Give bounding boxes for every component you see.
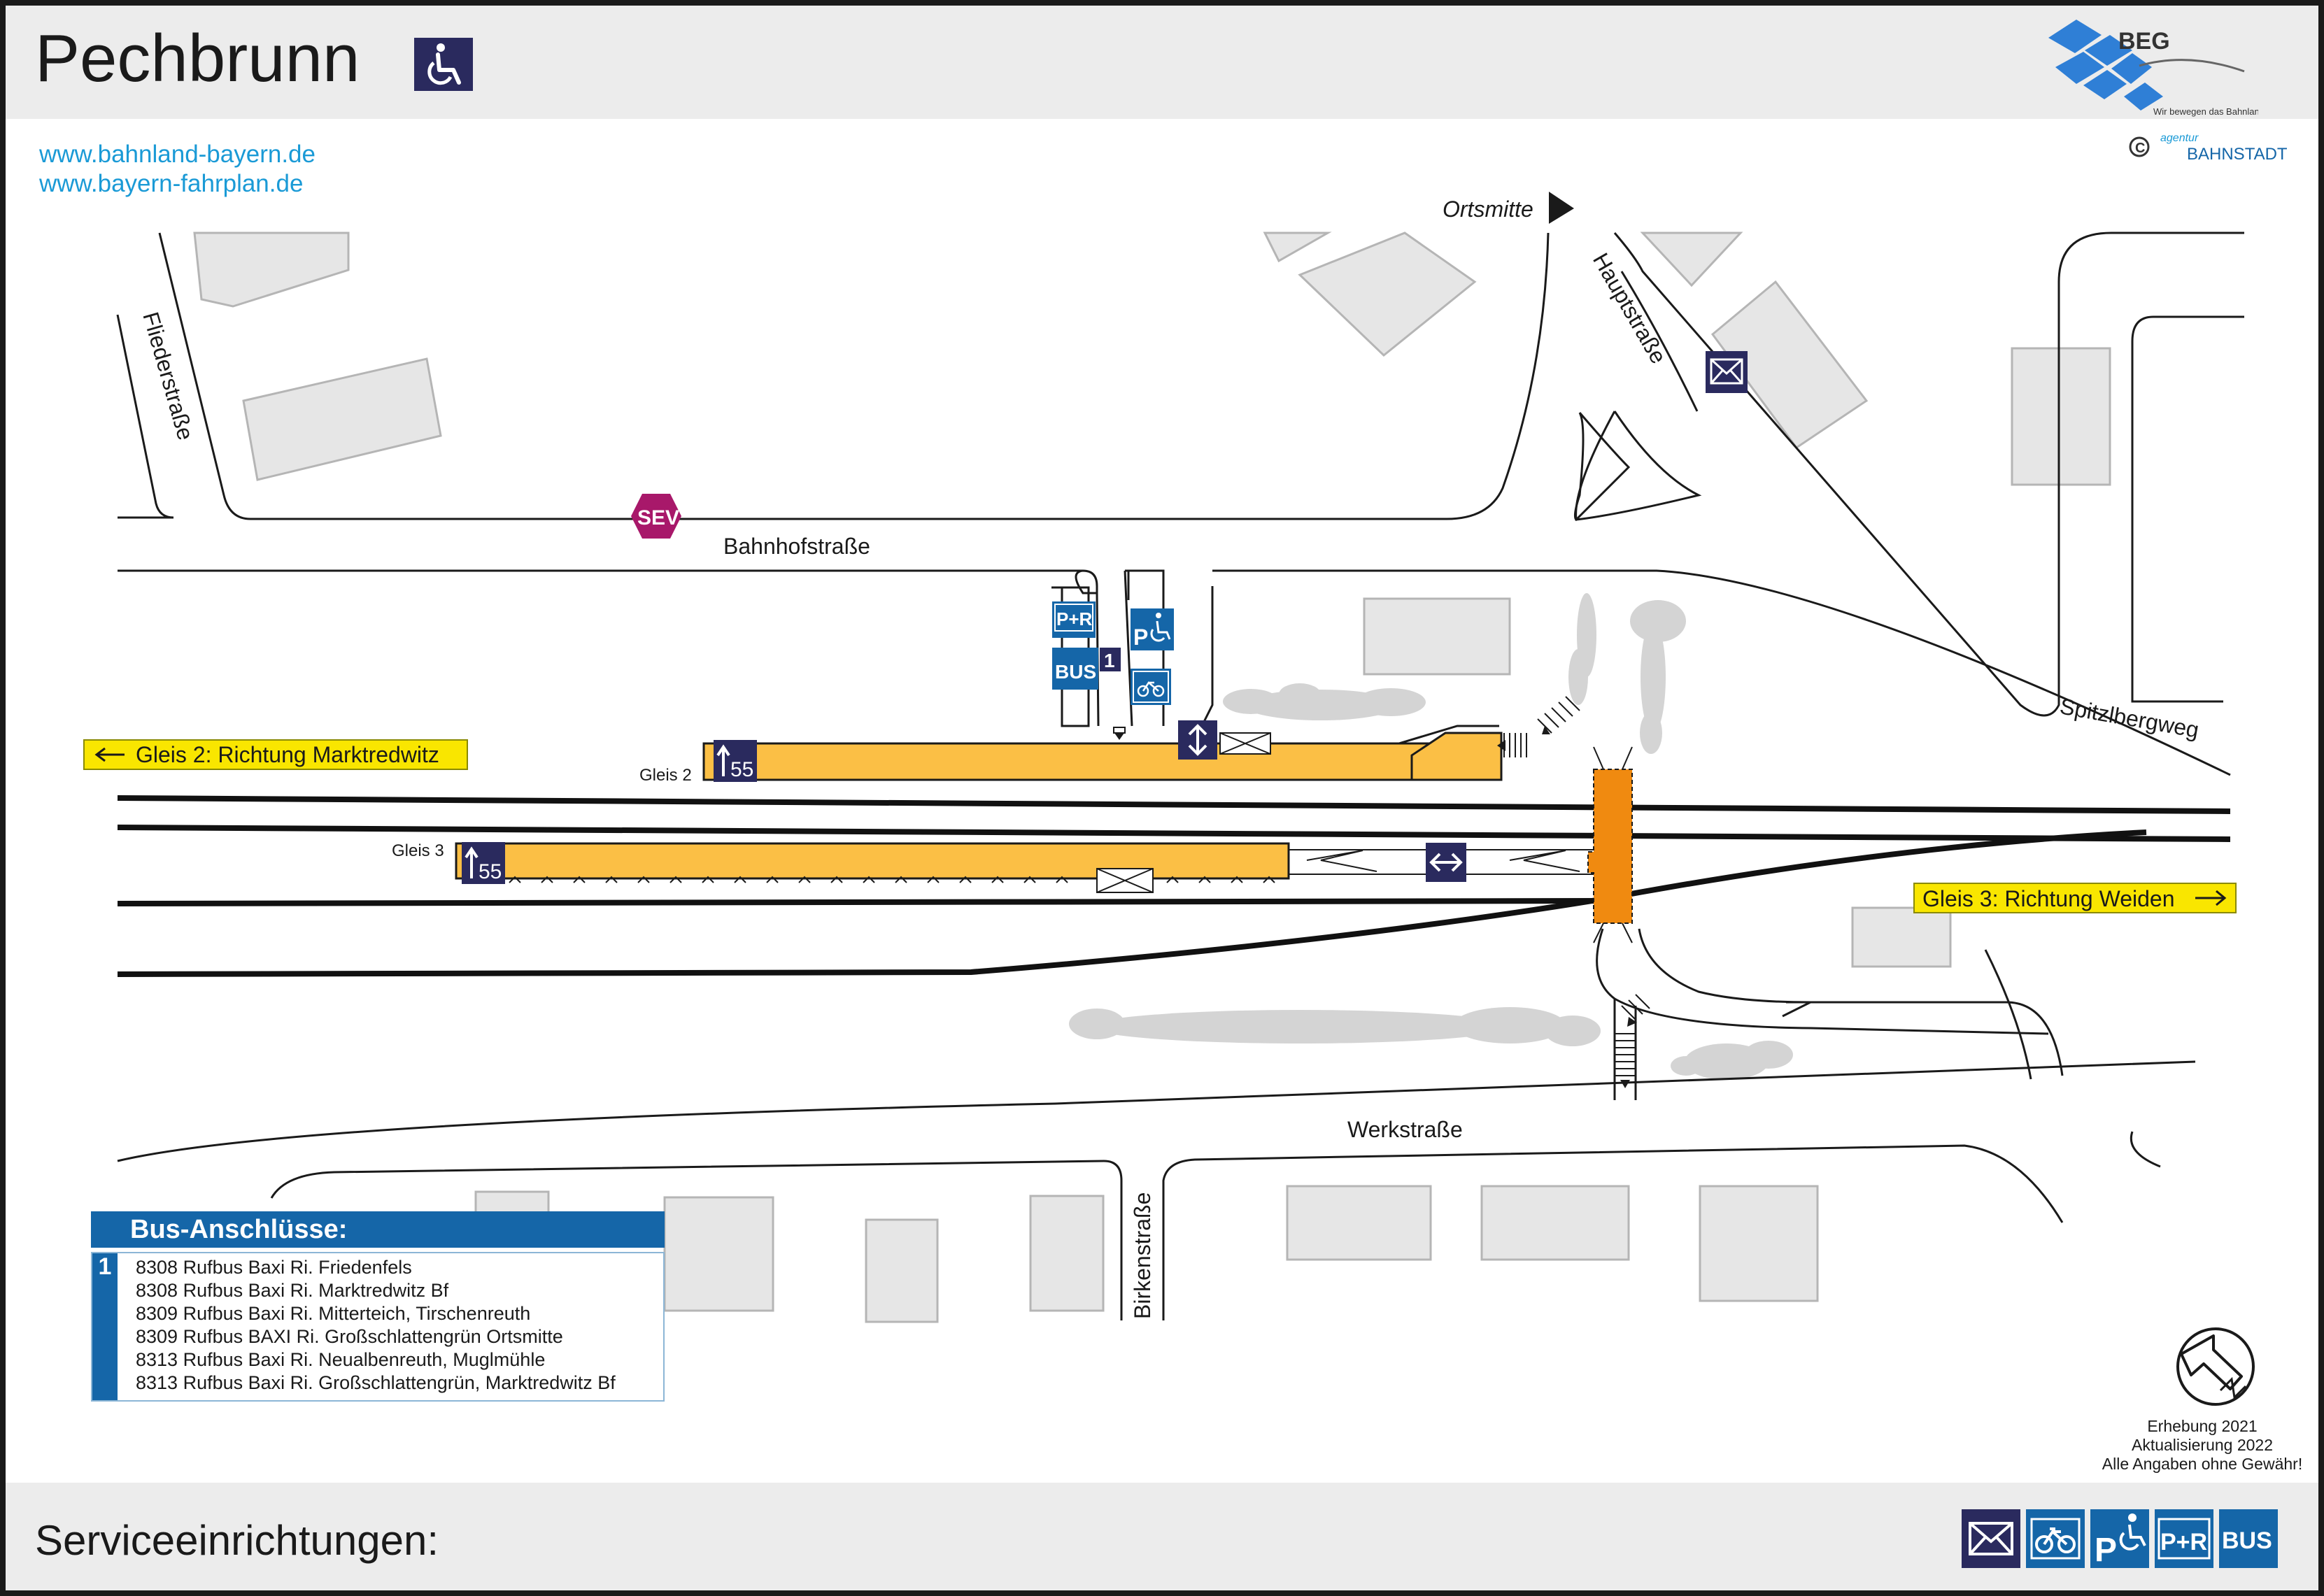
- ortsmitte-label: Ortsmitte: [1443, 197, 1533, 222]
- footer-pr-label: P+R: [2160, 1529, 2207, 1555]
- update-year: Aktualisierung 2022: [2131, 1436, 2274, 1454]
- bicycle-parking-icon: [2026, 1509, 2085, 1568]
- step-free-access-horizontal-icon: [1426, 843, 1466, 882]
- bus-line-item: 8308 Rufbus Baxi Ri. Friedenfels: [136, 1257, 412, 1278]
- street-label-werkstrasse: Werkstraße: [1347, 1117, 1463, 1142]
- bus-line-item: 8309 Rufbus Baxi Ri. Mitterteich, Tirsch…: [136, 1303, 531, 1324]
- bus-line-item: 8308 Rufbus Baxi Ri. Marktredwitz Bf: [136, 1280, 449, 1301]
- sev-label: SEV: [637, 506, 679, 529]
- map-parking-label: P: [1133, 625, 1148, 650]
- bus-connections-title: Bus-Anschlüsse:: [91, 1211, 665, 1248]
- step-free-access-vertical-icon: [1178, 720, 1217, 760]
- post-office-icon: [1706, 351, 1748, 393]
- beg-logo: BEG Wir bewegen das Bahnland Bayern: [2048, 20, 2258, 117]
- bus-icon: BUS: [2219, 1509, 2278, 1568]
- disabled-parking-icon: P: [2090, 1509, 2149, 1568]
- vegetation: [1069, 593, 1793, 1080]
- direction-sign-marktredwitz: Gleis 2: Richtung Marktredwitz: [83, 739, 468, 770]
- wheelchair-accessible-icon: [414, 38, 473, 91]
- street-label-hauptstrasse: Hauptstraße: [1588, 249, 1671, 368]
- stairs-crossing: [1587, 746, 1633, 943]
- north-arrow-icon: [2176, 1327, 2255, 1406]
- station-map: 55 55 P+R BUS 1 P: [83, 192, 2244, 1323]
- bus-connections-list: 1 8308 Rufbus Baxi Ri. Friedenfels 8308 …: [91, 1252, 665, 1402]
- disclaimer: Alle Angaben ohne Gewähr!: [2102, 1455, 2303, 1473]
- footer-parking-label: P: [2095, 1532, 2117, 1568]
- rail-tracks: [117, 795, 2231, 977]
- platform-3-height: 55: [479, 860, 502, 883]
- platform-2-height-icon: 55: [714, 740, 757, 782]
- link-bayern-fahrplan[interactable]: www.bayern-fahrplan.de: [39, 170, 304, 197]
- stair-arrows: [1114, 726, 1637, 1088]
- platform-2-height: 55: [730, 758, 753, 781]
- map-bus-stop-number: 1: [1104, 650, 1115, 671]
- sev-replacement-bus-stop: SEV: [631, 494, 681, 539]
- footer-bar: [6, 1483, 2318, 1590]
- direction-label-weiden: Gleis 3: Richtung Weiden: [1922, 886, 2174, 911]
- map-pr-label: P+R: [1056, 608, 1093, 629]
- shelters: [1096, 732, 1271, 893]
- bicycle-parking-map-icon: [1131, 669, 1171, 705]
- bus-line-item: 8309 Rufbus BAXI Ri. Großschlattengrün O…: [136, 1326, 563, 1347]
- bus-connections-panel: Bus-Anschlüsse: 1 8308 Rufbus Baxi Ri. F…: [91, 1211, 666, 1402]
- street-label-bahnhofstrasse: Bahnhofstraße: [723, 534, 870, 559]
- park-and-ride-map-icon: P+R: [1052, 601, 1096, 638]
- copyright-agentur-bahnstadt: C agentur BAHNSTADT: [2129, 132, 2288, 164]
- bus-line-item: 8313 Rufbus Baxi Ri. Großschlattengrün, …: [136, 1372, 616, 1393]
- park-and-ride-icon: P+R: [2155, 1509, 2213, 1568]
- service-facilities-label: Serviceeinrichtungen:: [35, 1517, 439, 1564]
- direction-label-marktredwitz: Gleis 2: Richtung Marktredwitz: [136, 742, 439, 767]
- buildings: [193, 231, 2111, 1323]
- ortsmitte-pointer: Ortsmitte: [1443, 192, 1574, 224]
- survey-year: Erhebung 2021: [2147, 1417, 2258, 1435]
- copyright-small-text: agentur: [2160, 132, 2199, 144]
- link-bahnland-bayern[interactable]: www.bahnland-bayern.de: [39, 141, 316, 168]
- platform-2: [702, 732, 1503, 781]
- survey-info: Erhebung 2021 Aktualisierung 2022 Alle A…: [2097, 1417, 2307, 1474]
- header-bar: [6, 6, 2318, 119]
- bus-stop-map-icon: BUS 1: [1052, 648, 1121, 690]
- beg-tagline: Wir bewegen das Bahnland Bayern: [2153, 106, 2258, 117]
- platform-2-label: Gleis 2: [639, 766, 692, 785]
- beg-logo-text: BEG: [2118, 28, 2170, 55]
- street-outlines: [116, 231, 2244, 1320]
- direction-sign-weiden: Gleis 3: Richtung Weiden: [1913, 883, 2237, 913]
- map-bus-label: BUS: [1055, 661, 1096, 683]
- footer-bus-label: BUS: [2222, 1527, 2272, 1554]
- bus-line-item: 8313 Rufbus Baxi Ri. Neualbenreuth, Mugl…: [136, 1349, 546, 1370]
- svg-text:C: C: [2135, 141, 2145, 156]
- bus-lines: 8308 Rufbus Baxi Ri. Friedenfels 8308 Ru…: [136, 1256, 616, 1395]
- platform-3-height-icon: 55: [462, 842, 505, 884]
- website-links: www.bahnland-bayern.de www.bayern-fahrpl…: [39, 140, 316, 199]
- street-label-birkenstrasse: Birkenstraße: [1130, 1192, 1155, 1319]
- copyright-text: BAHNSTADT: [2187, 145, 2288, 164]
- platform-3: [455, 842, 1290, 883]
- service-facilities-icons: P P+R BUS: [1962, 1509, 2278, 1568]
- street-label-fliederstrasse: Fliederstraße: [138, 309, 199, 443]
- station-title: Pechbrunn: [35, 21, 360, 96]
- platform-3-label: Gleis 3: [392, 841, 444, 860]
- mail-icon: [1962, 1509, 2020, 1568]
- ortsmitte-arrow-icon: [1549, 192, 1574, 224]
- disabled-parking-map-icon: P: [1131, 608, 1174, 650]
- bus-stop-number-badge: 1: [92, 1253, 118, 1400]
